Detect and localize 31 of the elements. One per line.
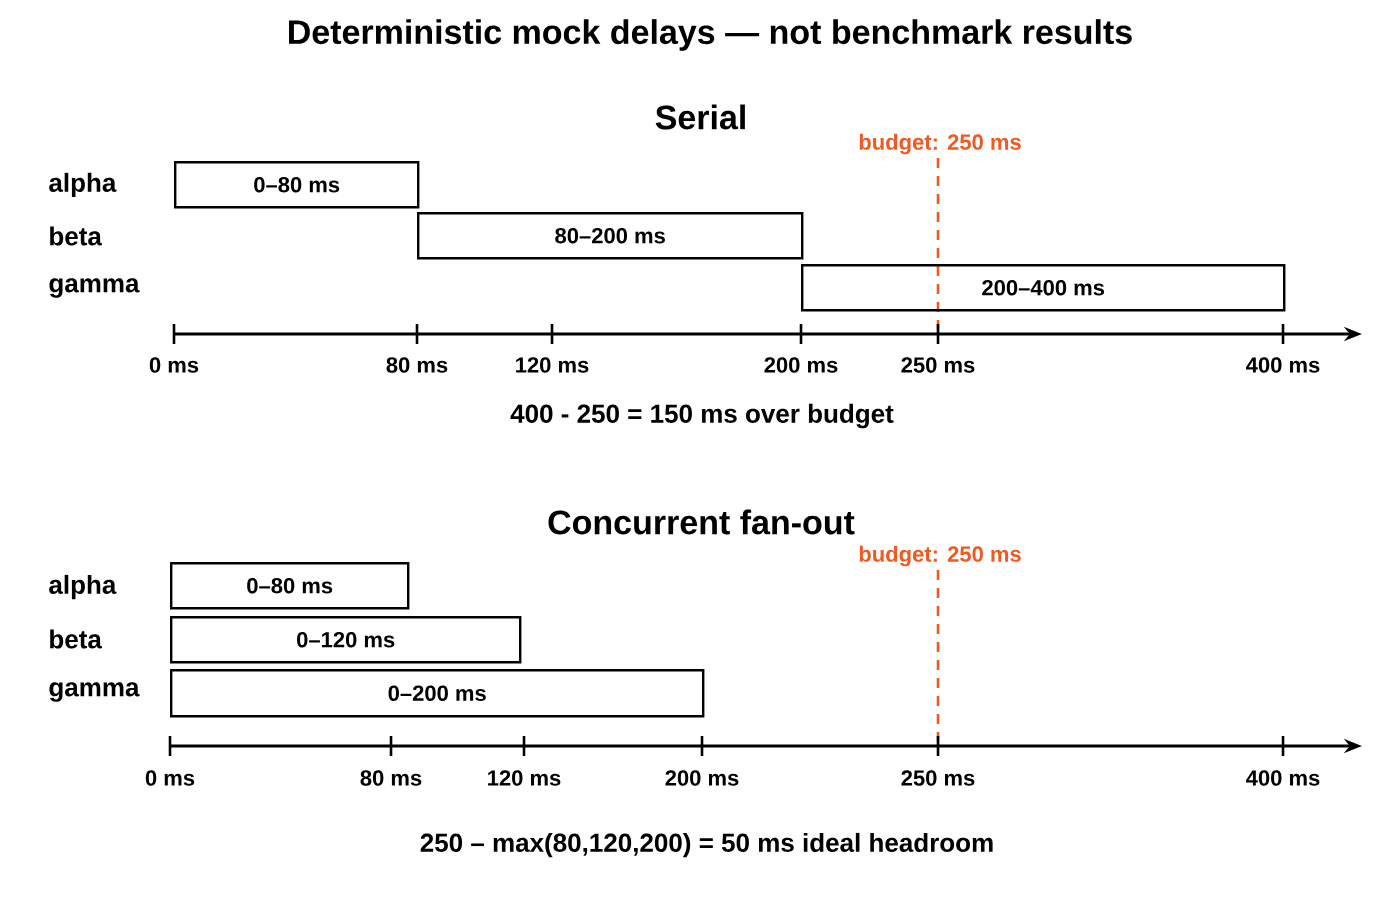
tick-label: 400 ms bbox=[1246, 770, 1320, 786]
row-label: alpha bbox=[49, 172, 117, 198]
timing-bar: 0–200 ms bbox=[170, 669, 705, 718]
tick-label: 80 ms bbox=[386, 357, 448, 373]
tick-label: 250 ms bbox=[901, 770, 975, 786]
formula-text: 250 – max(80,120,200) = 50 ms ideal headroom bbox=[420, 832, 993, 858]
timing-bar: 200–400 ms bbox=[801, 264, 1286, 312]
tick-label: 200 ms bbox=[665, 770, 739, 786]
row-label: gamma bbox=[49, 278, 140, 298]
row-label: gamma bbox=[49, 682, 140, 702]
title: Deterministic mock delays — not benchmark results bbox=[289, 19, 1132, 51]
section-heading: Serial bbox=[655, 104, 745, 130]
timing-bar: 0–120 ms bbox=[170, 616, 522, 664]
tick-label: 200 ms bbox=[764, 357, 838, 373]
tick-label: 80 ms bbox=[360, 770, 422, 786]
tick-label: 0 ms bbox=[149, 357, 199, 373]
tick-label: 120 ms bbox=[516, 357, 589, 373]
timing-bar: 0–80 ms bbox=[174, 161, 420, 209]
timing-bar: 0–80 ms bbox=[170, 562, 410, 610]
formula-text: 400 - 250 = 150 ms over budget bbox=[510, 403, 894, 429]
budget-label: budget: 250 ms bbox=[856, 131, 1024, 157]
tick-label: 120 ms bbox=[488, 770, 561, 786]
tick-label: 250 ms bbox=[901, 357, 975, 373]
row-label: beta bbox=[50, 629, 102, 649]
tick-label: 0 ms bbox=[145, 770, 195, 786]
section-heading: Concurrent fan-out bbox=[548, 509, 855, 535]
row-label: alpha bbox=[49, 574, 117, 600]
row-label: beta bbox=[50, 226, 102, 246]
tick-label: 400 ms bbox=[1246, 357, 1320, 373]
budget-label: budget: 250 ms bbox=[856, 543, 1024, 569]
timing-bar: 80–200 ms bbox=[417, 212, 804, 260]
